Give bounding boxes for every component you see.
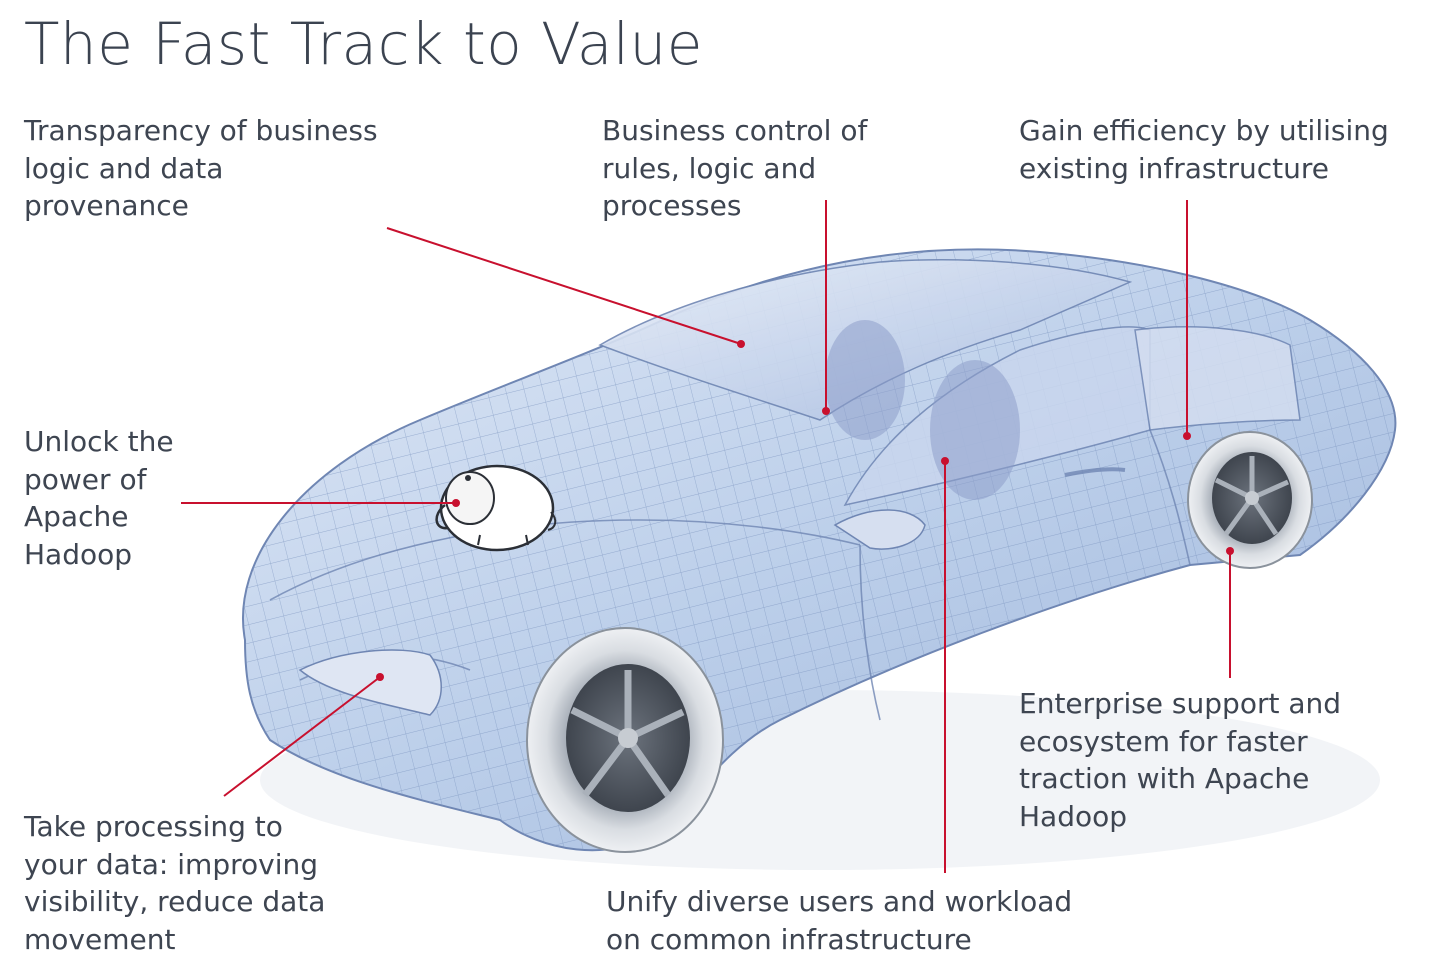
leader-dot-efficiency [1183, 432, 1191, 440]
car-glass [598, 259, 1301, 507]
side-mirror [833, 509, 926, 550]
callout-enterprise-support: Enterprise support and ecosystem for fas… [1019, 687, 1342, 833]
callout-transparency: Transparency of business logic and data … [24, 114, 378, 222]
leader-lines [181, 200, 1234, 873]
leader-dot-hadoop [452, 499, 460, 507]
callout-business-control: Business control of rules, logic and pro… [602, 114, 868, 222]
callout-processing: Take processing to your data: improving … [24, 810, 326, 956]
leader-dot-enterprise [1226, 547, 1234, 555]
callout-efficiency: Gain efficiency by utilising existing in… [1019, 114, 1389, 185]
page-title: The Fast Track to Value [24, 10, 703, 78]
callout-hadoop-power: Unlock the power of Apache Hadoop [24, 425, 174, 571]
leader-dot-transparency [737, 340, 745, 348]
leader-dot-processing [376, 673, 384, 681]
leader-dot-unify [941, 457, 949, 465]
front-wheel [526, 627, 724, 853]
leader-processing [223, 676, 381, 797]
hadoop-elephant-icon [435, 464, 557, 552]
leader-dot-business-control [822, 407, 830, 415]
leader-transparency [386, 227, 742, 345]
callout-unify: Unify diverse users and workload on comm… [606, 885, 1073, 956]
rear-wheel [1187, 431, 1313, 569]
